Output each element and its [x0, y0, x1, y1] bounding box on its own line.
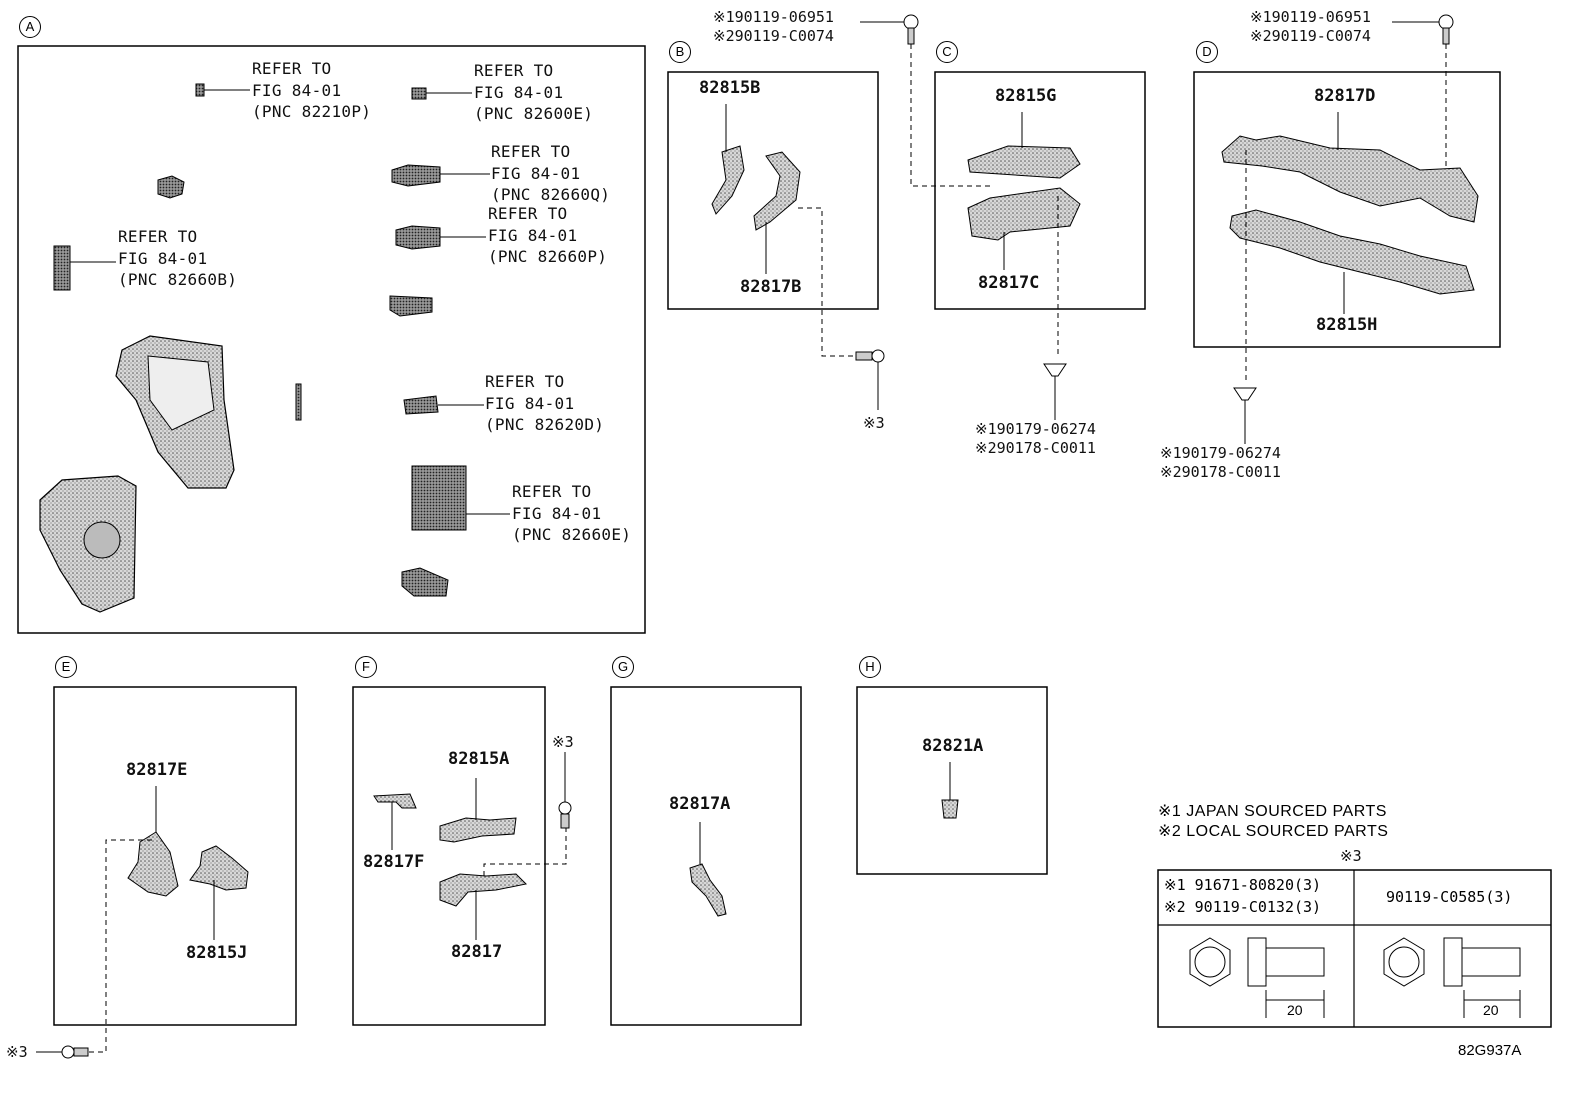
mark3-F: ※3	[552, 733, 574, 751]
connector-82660P	[395, 225, 486, 250]
frame-C	[934, 71, 1146, 310]
small-bracket-a	[401, 567, 449, 597]
bracket-82815A	[439, 778, 517, 843]
part-label-82817E: 82817E	[126, 760, 188, 780]
connector-82600E	[411, 87, 472, 100]
connector-strip	[389, 295, 433, 317]
part-label-82815B: 82815B	[699, 78, 761, 98]
part-label-82815G: 82815G	[995, 86, 1057, 106]
frame-A	[17, 45, 646, 634]
connector-82620D	[403, 395, 484, 415]
clip-C	[1043, 363, 1067, 420]
bracket-82817A	[689, 822, 727, 917]
part-label-82815H: 82815H	[1316, 315, 1378, 335]
section-label-C: C	[936, 41, 958, 63]
connector-82660B	[53, 245, 116, 291]
connector-82210P	[195, 83, 250, 97]
bracket-82817C	[967, 187, 1081, 358]
harness-protector-82815H	[1229, 150, 1475, 384]
part-label-82817D: 82817D	[1314, 86, 1376, 106]
part-label-82817A: 82817A	[669, 794, 731, 814]
part-label-82815A: 82815A	[448, 749, 510, 769]
section-label-H: H	[859, 656, 881, 678]
dim-right: 20	[1483, 1002, 1499, 1018]
part-label-82817B: 82817B	[740, 277, 802, 297]
frame-H	[856, 686, 1048, 875]
frame-G	[610, 686, 802, 1026]
clip-82821A	[941, 762, 959, 819]
bracket-82817B	[753, 151, 856, 357]
legend-table-title: ※3	[1340, 847, 1362, 865]
bracket-82817F	[373, 793, 417, 850]
connector-82660Q	[391, 164, 490, 187]
frame-D	[1193, 71, 1501, 348]
clip-D	[1233, 387, 1257, 444]
part-label-82817F: 82817F	[363, 852, 425, 872]
fuse-pin	[295, 383, 302, 421]
frame-E	[53, 686, 297, 1026]
legend-right-header: 90119-C0585(3)	[1386, 888, 1513, 906]
bolt-top-C	[860, 14, 990, 187]
relay-box-82660E	[411, 465, 510, 531]
section-label-A: A	[19, 16, 41, 38]
large-cover	[39, 475, 137, 613]
part-label-82821A: 82821A	[922, 736, 984, 756]
section-label-G: G	[612, 656, 634, 678]
bracket-82815B	[711, 104, 745, 215]
small-connector-a	[157, 175, 185, 199]
part-label-82815J: 82815J	[186, 943, 248, 963]
mark3-E: ※3	[6, 1043, 28, 1061]
frame-F	[352, 686, 546, 1026]
bolt-figure-left	[1189, 937, 1325, 1018]
bolt-figure-right	[1383, 937, 1521, 1018]
figure-id: 82G937A	[1458, 1042, 1522, 1059]
frame-B	[667, 71, 879, 310]
harness-protector-82817D	[1221, 112, 1479, 223]
section-label-B: B	[669, 41, 691, 63]
bracket-82815G	[967, 112, 1081, 179]
bolt-3-E	[36, 1045, 89, 1059]
bolt-top-D	[1392, 14, 1454, 168]
legend-notes: ※1 JAPAN SOURCED PARTS※2 LOCAL SOURCED P…	[1158, 803, 1389, 840]
bracket-82817E	[84, 786, 179, 1053]
dim-left: 20	[1287, 1002, 1303, 1018]
bolt-3-B	[855, 349, 885, 410]
section-label-D: D	[1196, 41, 1218, 63]
mark3-B: ※3	[863, 414, 885, 432]
bracket-82817	[439, 828, 567, 940]
section-label-E: E	[55, 656, 77, 678]
bolt-3-F	[558, 752, 572, 829]
bracket-82815J	[189, 845, 249, 940]
legend-left-header: ※1 91671-80820(3)※2 90119-C0132(3)	[1164, 876, 1322, 916]
part-label-82817: 82817	[451, 942, 503, 962]
bolt-note-C: ※190119-06951※290119-C0074	[713, 8, 834, 45]
section-label-F: F	[355, 656, 377, 678]
clip-note-D: ※190179-06274※290178-C0011	[1160, 444, 1281, 481]
part-label-82817C: 82817C	[978, 273, 1040, 293]
clip-note-C: ※190179-06274※290178-C0011	[975, 420, 1096, 457]
junction-block	[115, 335, 235, 489]
bolt-note-D: ※190119-06951※290119-C0074	[1250, 8, 1371, 45]
